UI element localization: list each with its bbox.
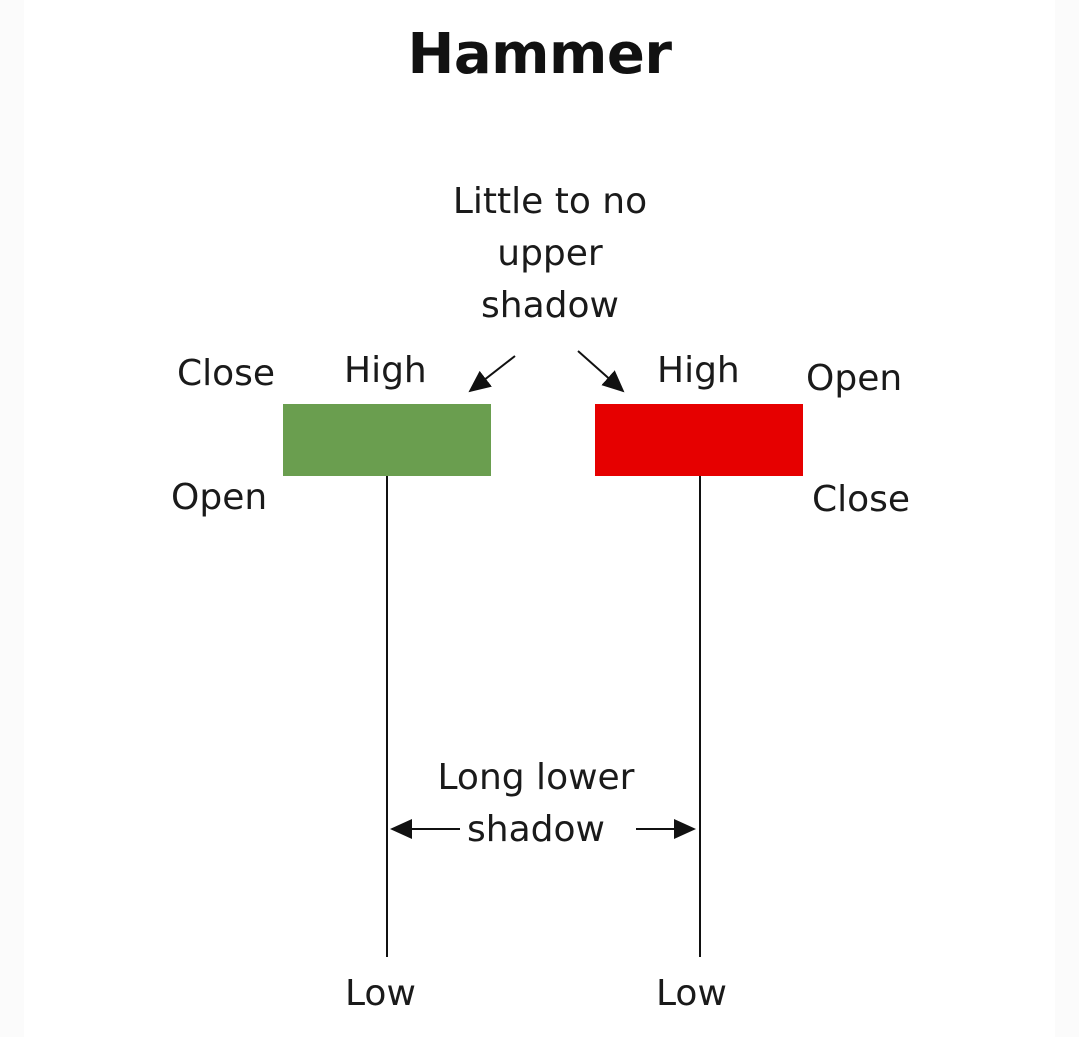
diagram-title: Hammer <box>407 22 672 87</box>
bearish-low-label: Low <box>656 973 727 1014</box>
lower-note-line-2: shadow <box>467 809 605 850</box>
bullish-high-label: High <box>344 350 427 391</box>
bearish-high-label: High <box>657 350 740 391</box>
bullish-top-label: Close <box>177 353 276 394</box>
bullish-candle-body <box>283 404 491 476</box>
bullish-bottom-label: Open <box>171 477 268 518</box>
bullish-candle <box>283 404 491 957</box>
lower-shadow-note: Long lower shadow <box>386 752 686 856</box>
bearish-candle <box>595 404 803 957</box>
arrow-down-right-icon <box>577 350 625 393</box>
bearish-bottom-label: Close <box>812 479 911 520</box>
diagram-panel <box>24 0 1055 1037</box>
lower-note-line-1: Long lower <box>437 757 635 798</box>
arrow-down-left-icon <box>468 355 516 393</box>
upper-note-line-2: upper <box>497 233 603 274</box>
upper-note-line-3: shadow <box>481 285 619 326</box>
bearish-top-label: Open <box>806 358 903 399</box>
bullish-low-label: Low <box>345 973 416 1014</box>
upper-note-line-1: Little to no <box>452 181 648 222</box>
bearish-candle-body <box>595 404 803 476</box>
upper-shadow-note: Little to no upper shadow <box>400 176 700 332</box>
